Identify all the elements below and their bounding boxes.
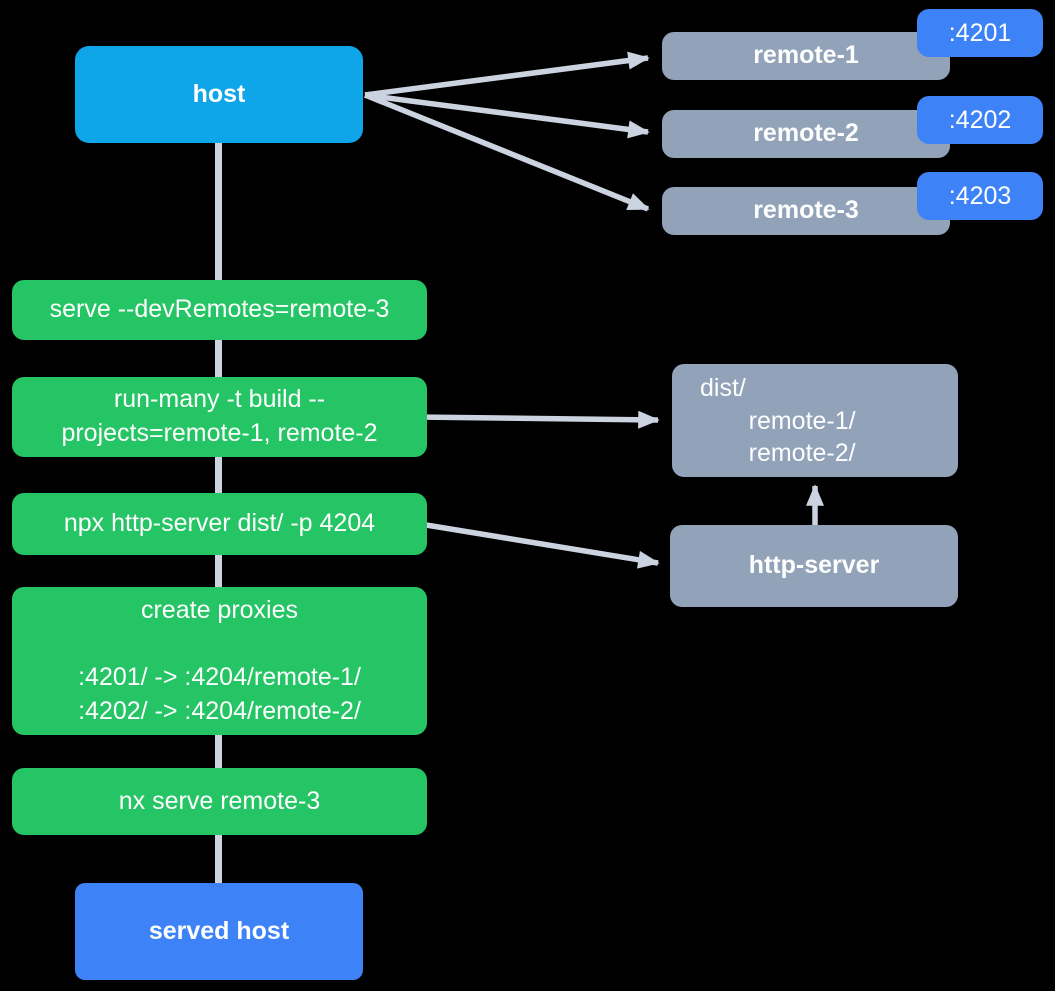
port-badge-4202: :4202 — [917, 96, 1043, 144]
command-npx-http-server-text: npx http-server dist/ -p 4204 — [63, 509, 376, 538]
node-remote-3: remote-3 — [662, 187, 950, 235]
edge-host-to-remote-3 — [363, 92, 650, 212]
node-remote-1: remote-1 — [662, 32, 950, 80]
port-badge-4201-label: :4201 — [948, 18, 1012, 47]
command-serve-devremotes: serve --devRemotes=remote-3 — [12, 280, 427, 340]
port-badge-4203-label: :4203 — [948, 181, 1012, 210]
node-remote-3-label: remote-3 — [753, 196, 859, 225]
command-nx-serve-remote-3-text: nx serve remote-3 — [118, 786, 321, 815]
node-http-server-label: http-server — [748, 551, 880, 580]
node-dist-folder-text: dist/ remote-1/ remote-2/ — [700, 374, 856, 467]
command-create-proxies: create proxies :4201/ -> :4204/remote-1/… — [12, 587, 427, 735]
port-badge-4203: :4203 — [917, 172, 1043, 220]
node-host: host — [75, 46, 363, 143]
command-nx-serve-remote-3: nx serve remote-3 — [12, 768, 427, 835]
node-host-label: host — [192, 79, 246, 108]
command-run-many-build: run-many -t build -- projects=remote-1, … — [12, 377, 427, 457]
command-create-proxies-text: create proxies :4201/ -> :4204/remote-1/… — [78, 595, 361, 725]
node-dist-folder: dist/ remote-1/ remote-2/ — [672, 364, 958, 477]
node-remote-1-label: remote-1 — [753, 41, 859, 70]
port-badge-4202-label: :4202 — [948, 105, 1012, 134]
node-served-host: served host — [75, 883, 363, 980]
edge-host-to-remote-1 — [364, 51, 650, 98]
command-npx-http-server: npx http-server dist/ -p 4204 — [12, 493, 427, 555]
port-badge-4201: :4201 — [917, 9, 1043, 57]
node-remote-2: remote-2 — [662, 110, 950, 158]
command-run-many-build-text: run-many -t build -- projects=remote-1, … — [61, 385, 378, 447]
node-http-server: http-server — [670, 525, 958, 607]
node-served-host-label: served host — [148, 916, 290, 945]
edge-host-to-remote-2 — [364, 92, 650, 139]
edge-build-to-dist — [414, 410, 660, 429]
node-remote-2-label: remote-2 — [753, 119, 859, 148]
edge-httpserver-cmd-to-httpserver — [419, 521, 660, 569]
command-serve-devremotes-text: serve --devRemotes=remote-3 — [49, 295, 390, 324]
